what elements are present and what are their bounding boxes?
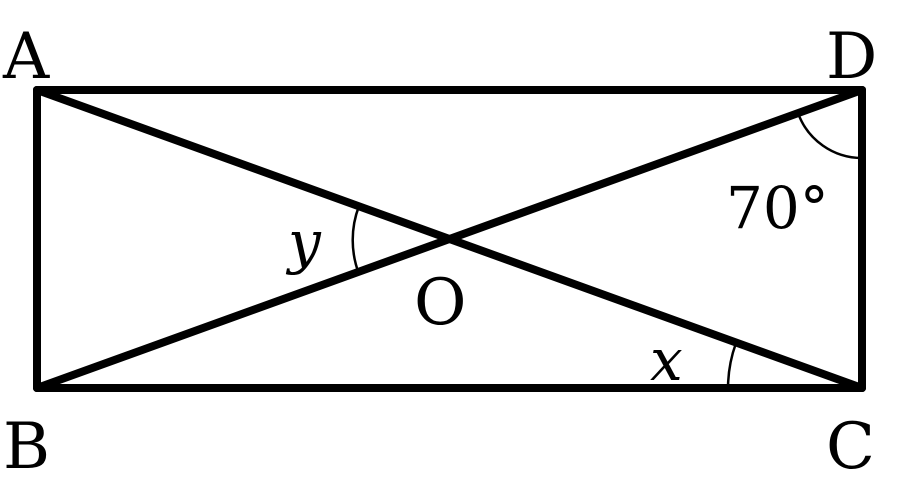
angle-label-x: x — [650, 326, 683, 394]
angle-label-y: y — [285, 208, 322, 276]
angle-label-70: 70° — [726, 174, 829, 242]
vertex-label-d: D — [826, 20, 877, 94]
diagonal-bd — [33, 86, 866, 392]
angle-arc-x — [726, 342, 738, 389]
vertex-label-b: B — [3, 410, 50, 484]
vertex-label-c: C — [826, 410, 875, 484]
center-label-o: O — [414, 266, 466, 340]
angle-arc-y — [351, 205, 361, 275]
vertex-label-a: A — [2, 20, 50, 94]
angle-arc-d — [796, 112, 863, 160]
